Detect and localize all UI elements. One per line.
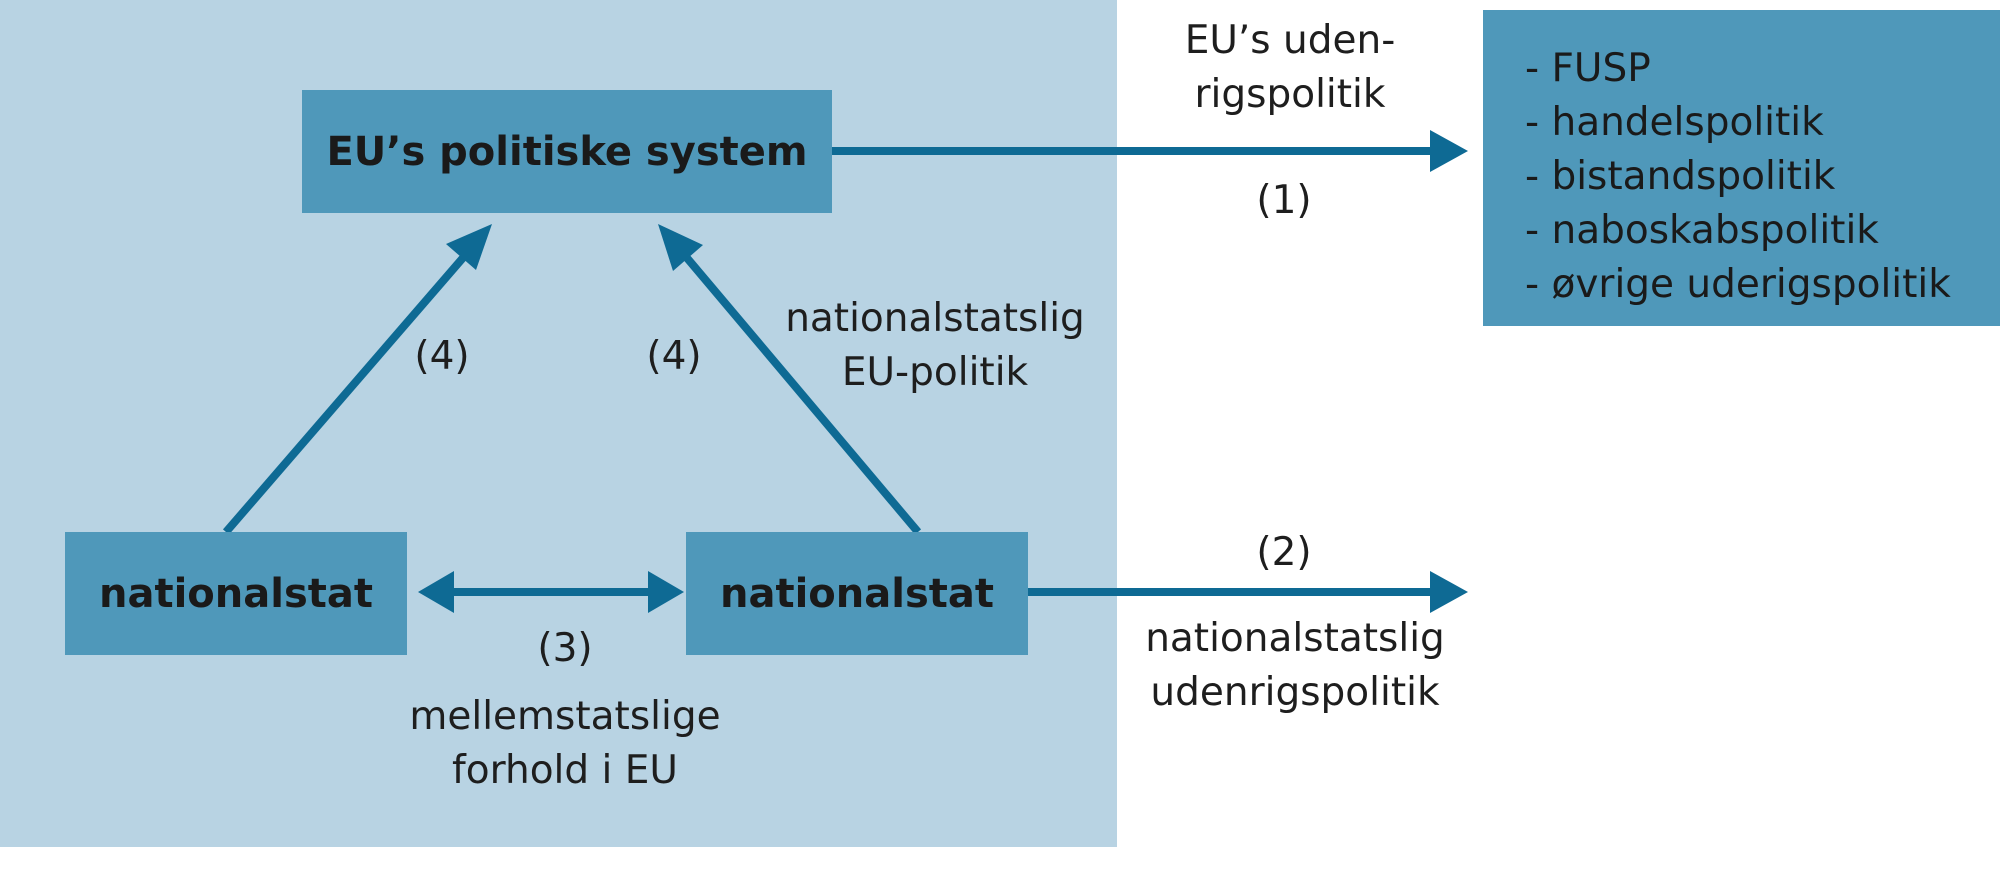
arrow-3-number: (3) xyxy=(537,626,593,671)
arrow-left-to-eu xyxy=(222,224,492,535)
eu-foreign-policy-label: EU’s uden- rigspolitik xyxy=(1184,18,1396,117)
policy-item-other: - øvrige uderigspolitik xyxy=(1525,262,1951,307)
arrow-right-to-eu xyxy=(658,224,922,535)
arrow-eu-foreign-policy xyxy=(832,130,1468,172)
arrow-4-right-number: (4) xyxy=(646,334,702,379)
eu-political-system-box: EU’s politiske system xyxy=(302,90,832,213)
nationalstat-right-box: nationalstat xyxy=(686,532,1028,655)
national-eu-policy-label: nationalstatslig EU-politik xyxy=(785,296,1085,395)
nationalstat-right-label: nationalstat xyxy=(719,570,994,617)
nationalstat-left-label: nationalstat xyxy=(98,570,373,617)
national-foreign-policy-label: nationalstatslig udenrigspolitik xyxy=(1145,616,1445,715)
arrow-intergovernmental xyxy=(418,571,684,613)
arrow-2-number: (2) xyxy=(1256,530,1312,575)
policy-item-fusp: - FUSP xyxy=(1525,46,1651,91)
nationalstat-left-box: nationalstat xyxy=(65,532,407,655)
intergovernmental-label: mellemstatslige forhold i EU xyxy=(409,694,721,793)
arrow-national-foreign-policy xyxy=(1028,571,1468,613)
policy-list-box: - FUSP - handelspolitik - bistandspoliti… xyxy=(1483,10,2000,326)
arrow-4-left-number: (4) xyxy=(414,334,470,379)
policy-item-neighbourhood: - naboskabspolitik xyxy=(1525,208,1879,253)
arrow-1-number: (1) xyxy=(1256,178,1312,223)
policy-item-aid: - bistandspolitik xyxy=(1525,154,1836,199)
eu-political-system-label: EU’s politiske system xyxy=(326,128,808,175)
policy-item-trade: - handelspolitik xyxy=(1525,100,1824,145)
